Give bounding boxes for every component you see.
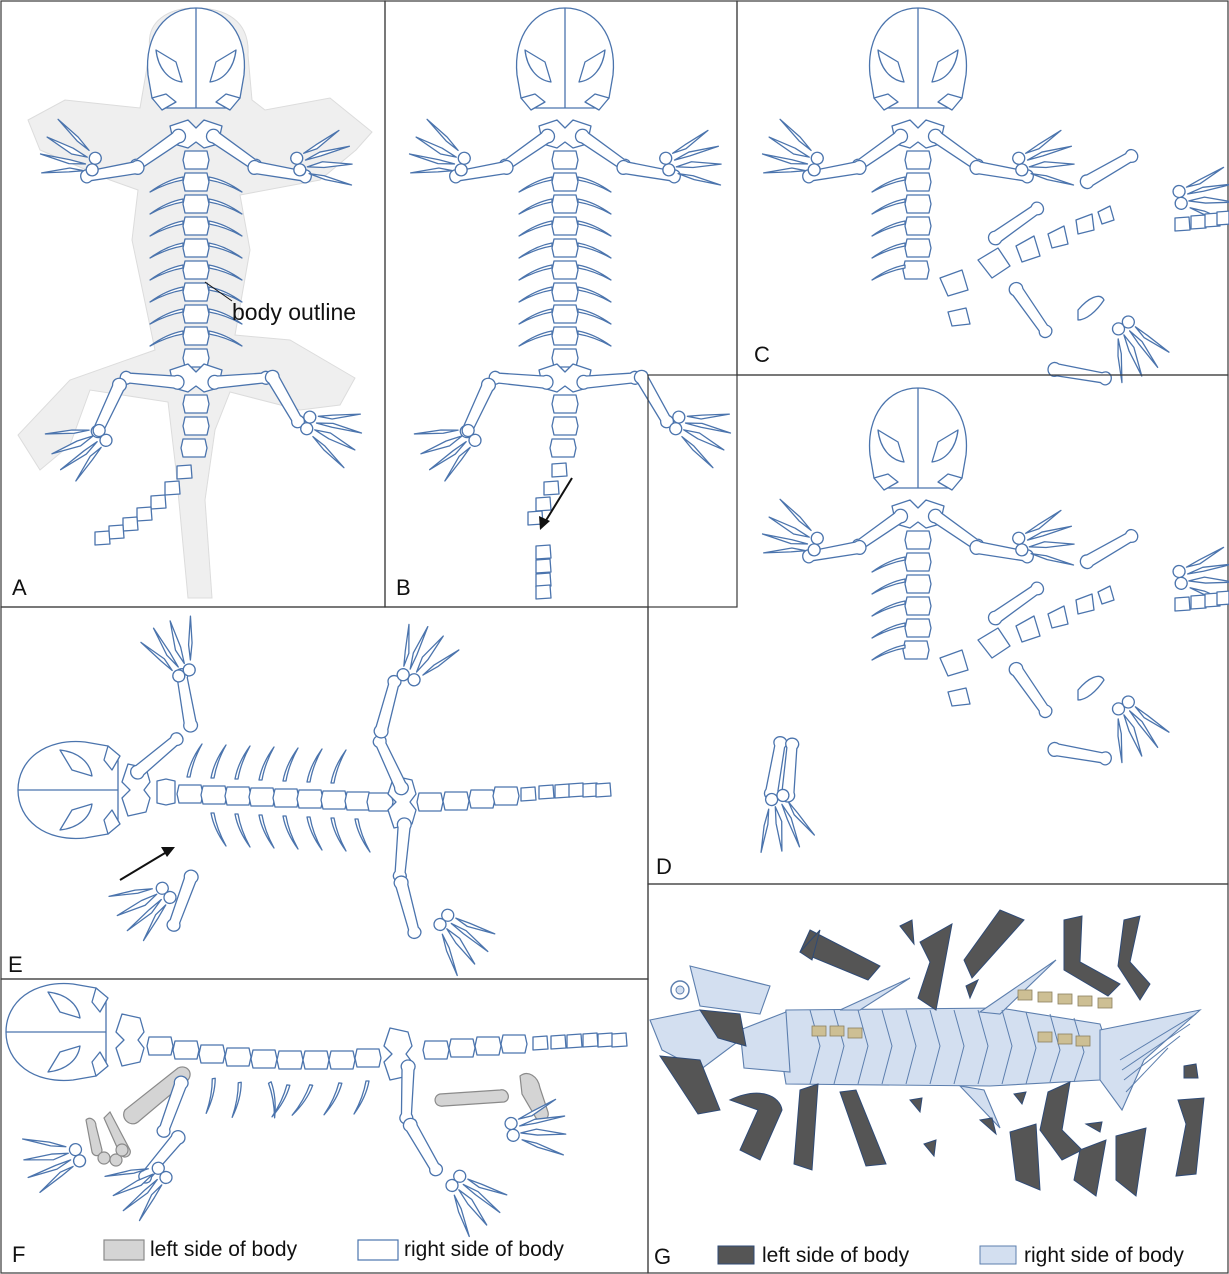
left-side-bones-f <box>86 1067 548 1166</box>
panel-label-e: E <box>8 952 23 977</box>
skull-f <box>6 984 108 1081</box>
panel-g: G left side of body right side of body <box>648 884 1228 1273</box>
legend-left-label-f: left side of body <box>150 1238 298 1261</box>
panel-f: F left side of body right side of body <box>1 979 648 1273</box>
legend-left-label-g: left side of body <box>762 1244 910 1267</box>
skeleton-d <box>758 388 1229 769</box>
legend-right-label-g: right side of body <box>1024 1244 1184 1267</box>
trunk-f <box>116 1014 627 1080</box>
legend-swatch-right-f <box>358 1240 398 1260</box>
legend-swatch-left-g <box>718 1246 754 1264</box>
panel-label-a: A <box>12 575 27 600</box>
panel-a: body outline A <box>1 1 385 607</box>
skeleton-e <box>18 742 120 839</box>
panel-label-g: G <box>654 1244 671 1269</box>
ribs-f <box>200 1078 369 1118</box>
skeleton-c <box>758 8 1229 389</box>
panel-e: E <box>1 607 648 981</box>
legend-right-label-f: right side of body <box>404 1238 564 1261</box>
trunk-e <box>122 764 611 828</box>
displacement-arrow-e <box>120 853 165 880</box>
skeleton-b <box>405 8 735 599</box>
panel-label-f: F <box>12 1242 25 1267</box>
panel-b: B <box>385 1 737 607</box>
panel-label-d: D <box>656 854 672 879</box>
panel-c: C <box>737 1 1229 389</box>
panel-label-c: C <box>754 342 770 367</box>
panel-label-b: B <box>396 575 411 600</box>
arrowhead-e <box>161 847 175 857</box>
detached-hand-d <box>743 736 816 860</box>
legend-swatch-left-f <box>104 1240 144 1260</box>
body-outline-label: body outline <box>232 299 356 325</box>
legend-swatch-right-g <box>980 1246 1016 1264</box>
panel-d: D <box>648 375 1229 884</box>
